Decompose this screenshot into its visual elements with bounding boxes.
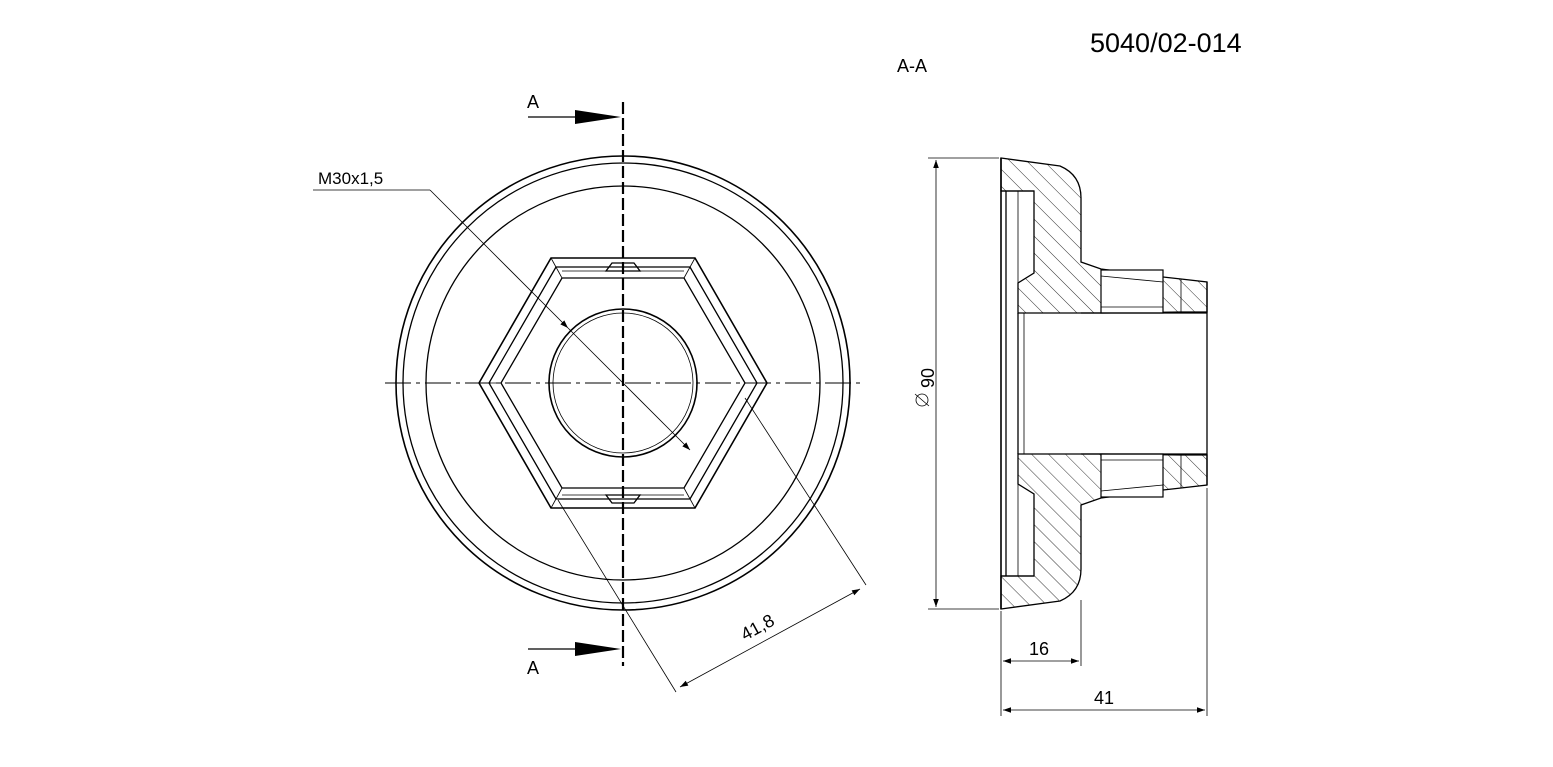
section-view: A-A (897, 56, 1208, 716)
dim-flange-width-label: 16 (1029, 639, 1049, 659)
top-keyway-slot (562, 262, 684, 272)
dim-total-length-label: 41 (1094, 688, 1114, 708)
dimension-total-length (1003, 488, 1208, 716)
bore-lines (1017, 282, 1208, 485)
thread-undercut-lower (1100, 453, 1182, 498)
cut-arrow-bottom (528, 642, 621, 656)
dim-diameter-label: 90 (918, 368, 938, 388)
thread-undercut-upper (1100, 269, 1182, 314)
section-hatch-upper (1000, 157, 1208, 314)
dimension-diameter (928, 157, 999, 610)
cut-label-bottom: A (527, 658, 539, 678)
dimension-flange-width (1000, 600, 1082, 716)
section-hatch-lower (1000, 453, 1208, 610)
part-number: 5040/02-014 (1090, 28, 1242, 58)
section-label: A-A (897, 56, 927, 76)
thread-leader (313, 189, 691, 451)
dim-across-corners-label: 41,8 (737, 610, 777, 644)
bottom-keyway-slot (562, 494, 684, 504)
thread-label: M30x1,5 (318, 169, 383, 188)
cut-arrow-top (528, 110, 621, 124)
cut-label-top: A (527, 92, 539, 112)
diameter-symbol (914, 393, 930, 407)
face-recess-lines (1000, 158, 1034, 609)
dimension-across-corners (557, 397, 867, 693)
front-view: A A M30x1,5 41,8 (313, 92, 867, 693)
